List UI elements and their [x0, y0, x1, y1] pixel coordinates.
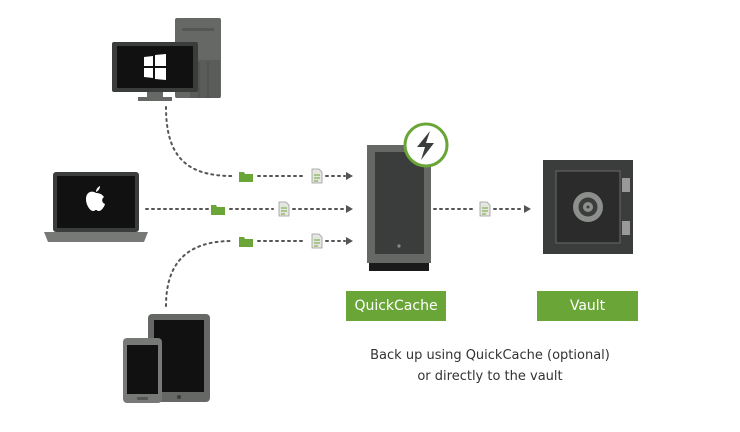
- arrow-head: [346, 172, 353, 180]
- pc-screen: [117, 46, 193, 88]
- folder-icon: [239, 237, 253, 247]
- arrow-head: [524, 205, 531, 213]
- quickcache-label: QuickCache: [346, 291, 446, 321]
- vault-safe: [543, 160, 633, 254]
- document-icon: [479, 201, 491, 217]
- arrow-heads: [346, 172, 531, 245]
- document-icon: [311, 233, 323, 249]
- caption-line-2: or directly to the vault: [417, 369, 563, 384]
- document-icon: [278, 201, 290, 217]
- arrow-head: [346, 237, 353, 245]
- caption-line-1: Back up using QuickCache (optional): [370, 348, 610, 363]
- document-icon: [311, 168, 323, 184]
- folder-icon: [239, 172, 253, 182]
- folder-icon: [211, 205, 225, 215]
- diagram-caption: Back up using QuickCache (optional) or d…: [330, 345, 650, 387]
- quickcache-panel: [375, 152, 424, 254]
- arrow-head: [346, 205, 353, 213]
- lightning-bolt-icon: [417, 131, 434, 160]
- apple-logo-icon: [86, 186, 105, 211]
- connectors: [145, 106, 524, 307]
- windows-desktop: [112, 18, 221, 101]
- tablets: [123, 314, 210, 403]
- vault-label: Vault: [537, 291, 638, 321]
- laptop-base: [44, 232, 148, 242]
- quickcache-device: [367, 122, 449, 271]
- windows-logo-icon: [144, 54, 166, 80]
- connector-desktop: [165, 106, 233, 177]
- monitor-stand: [138, 97, 172, 101]
- vault-hinge: [622, 221, 630, 235]
- vault-hinge: [622, 178, 630, 192]
- vault-dial-icon: [573, 192, 603, 222]
- quickcache-base: [369, 263, 429, 271]
- apple-laptop: [44, 172, 148, 242]
- connector-tablets: [165, 240, 233, 307]
